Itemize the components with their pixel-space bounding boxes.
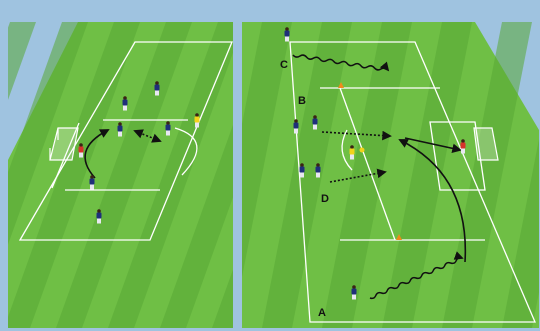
grass-stripe [8,22,36,100]
blue-player-icon [117,122,123,137]
straight-shot-arrow-icon [404,137,462,154]
grass-stripe [212,269,233,328]
blue-player-icon [89,175,95,190]
left-pitch-lines [18,41,233,241]
blue-player-icon [154,81,160,96]
dotted-pass-arrow-icon [321,130,392,141]
curved-run-arrow-icon [398,139,467,263]
label-a: A [318,307,326,319]
yellow-goalkeeper-icon [194,113,200,128]
wavy-dribble-arrow-icon [292,54,390,72]
grass-stripe [442,22,532,328]
blue-player-icon [293,119,299,134]
dotted-pass-arrow-icon [133,129,162,143]
grass-stripe [108,22,233,328]
blue-player-icon [312,115,318,130]
blue-player-icon [299,163,305,178]
red-goalkeeper-icon [460,139,466,154]
blue-player-icon [122,96,128,111]
blue-player-icon [96,209,102,224]
orange-cone-icon [338,82,402,240]
left-panel [8,5,233,328]
grass-stripe [8,22,140,328]
grass-stripe [56,22,192,328]
label-d: D [321,193,329,205]
label-c: C [280,59,288,71]
goal-icon [473,127,499,161]
grass-stripe [382,22,472,328]
blue-player-icon [315,163,321,178]
grass-stripe [242,22,292,277]
wavy-dribble-arrow-icon [369,251,464,300]
grass-stripe [160,124,233,328]
blue-player-icon [165,121,171,136]
right-panel: C B D A [242,5,539,328]
grass-stripe [502,139,539,328]
panel-divider [233,5,242,328]
left-pitch-stripes [8,22,233,328]
goal-icon [49,127,79,161]
curved-run-arrow-icon [84,129,110,179]
grass-stripe [8,22,88,245]
red-goalkeeper-icon [78,143,84,158]
dotted-pass-arrow-icon [329,168,387,183]
blue-player-icon [284,27,290,42]
grass-stripe [262,22,352,328]
label-b: B [298,95,306,107]
yellow-goalkeeper-icon [349,145,355,160]
blue-player-icon [351,285,357,300]
ball-icon [359,147,365,153]
